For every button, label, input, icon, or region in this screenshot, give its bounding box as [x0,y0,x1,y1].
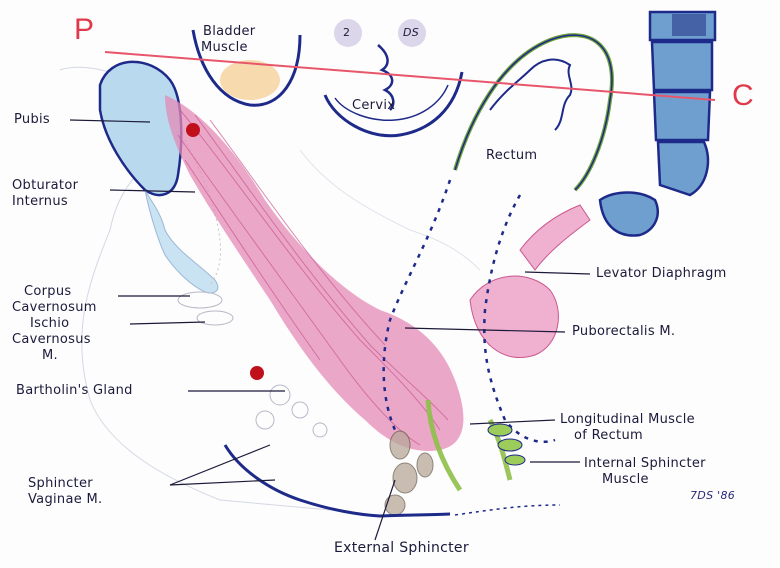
label-bladder-1: Bladder [203,24,255,40]
puborectalis-bulb [470,276,558,357]
label-sphincter-vag-1: Sphincter [28,476,93,492]
label-puborectalis: Puborectalis M. [572,324,675,340]
label-corpus-2: Cavernosum [12,300,97,316]
label-obturator-2: Internus [12,194,68,210]
marker-p: P [74,22,94,38]
blood-dot [186,123,200,137]
bartholin-gland [256,385,327,437]
label-ischio-3: M. [42,348,58,364]
pubis-ramus [145,190,218,293]
artist-signature: 7DS '86 [690,488,735,504]
badge-ds: DS [403,25,419,41]
pubis-bone [100,62,181,195]
label-corpus-1: Corpus [24,284,71,300]
rectum-outline [455,35,612,190]
marker-c: C [732,88,754,104]
label-external-sphincter: External Sphincter [334,540,469,556]
label-internal-1: Internal Sphincter [584,456,706,472]
label-sphincter-vag-2: Vaginae M. [28,492,102,508]
label-bladder-2: Muscle [201,40,248,56]
label-obturator-1: Obturator [12,178,78,194]
label-pubis: Pubis [14,112,50,128]
sacrum-vertebrae [600,12,715,236]
label-rectum: Rectum [486,148,537,164]
perineum-skin [455,505,560,515]
label-internal-2: Muscle [602,472,649,488]
label-cervix: Cervix [352,98,395,114]
blood-dot [250,366,264,380]
label-ischio-1: Ischio [30,316,69,332]
label-longitudinal-1: Longitudinal Muscle [560,412,695,428]
corpus-cavernosum [178,292,233,325]
internal-sphincter-folds [488,424,525,465]
background-contour [300,150,480,270]
p-c-reference-line [105,52,715,100]
label-longitudinal-2: of Rectum [574,428,643,444]
label-levator: Levator Diaphragm [596,266,727,282]
rectum-lumen [490,60,571,130]
label-ischio-2: Cavernosus [12,332,91,348]
sacrum-cap [672,14,706,36]
levator-diaphragm-band [520,205,590,270]
label-bartholin: Bartholin's Gland [16,383,133,399]
badge-two: 2 [343,25,350,41]
